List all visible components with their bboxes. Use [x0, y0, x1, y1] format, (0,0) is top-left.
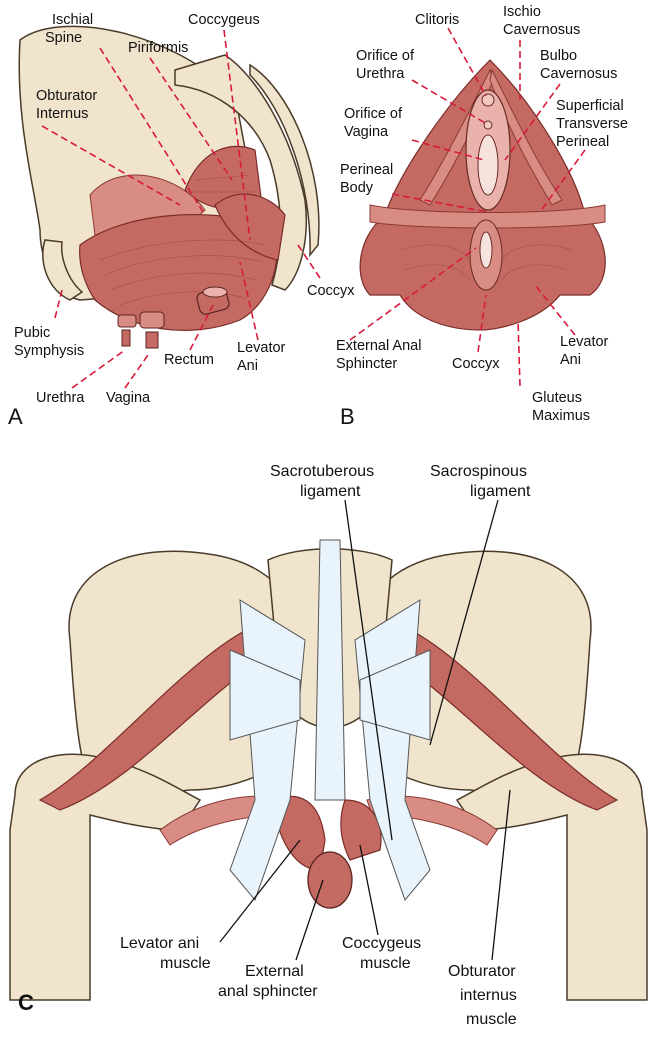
label-clitoris: Clitoris: [415, 12, 459, 28]
panel-b: Clitoris Ischio Cavernosus Orifice of Ur…: [336, 4, 632, 429]
label-rectum: Rectum: [164, 352, 214, 368]
panel-b-urethral-orifice: [484, 121, 492, 129]
panel-b-clitoris: [482, 94, 494, 106]
label-pubic-symphysis: Pubic Symphysis: [14, 325, 84, 359]
label-superficial-transverse-perineal: Superficial Transverse Perineal: [556, 98, 632, 150]
label-levator-ani-muscle: Levator ani muscle: [120, 935, 211, 972]
label-coccyx-b: Coccyx: [452, 356, 500, 372]
label-orifice-vagina: Orifice of Vagina: [344, 106, 406, 140]
label-perineal-body: Perineal Body: [340, 162, 397, 196]
label-bulbo-cavernosus: Bulbo Cavernosus: [540, 48, 617, 82]
label-obturator-internus-muscle: Obturator internus muscle: [448, 963, 521, 1028]
label-ischio-cavernosus: Ischio Cavernosus: [503, 4, 580, 38]
label-sacrospinous: Sacrospinous ligament: [430, 463, 531, 500]
panel-a-openings: [118, 312, 164, 348]
panel-a: Ischial Spine Coccygeus Piriformis Obtur…: [8, 12, 355, 429]
label-coccygeus: Coccygeus: [188, 12, 260, 28]
panel-c-anal-sphincter: [308, 852, 352, 908]
label-external-anal-sphincter-c: External anal sphincter: [218, 963, 318, 1000]
panel-b-anus: [480, 232, 492, 268]
panel-b-vaginal-orifice: [478, 135, 498, 195]
panel-label-a: A: [8, 404, 23, 429]
label-external-anal-sphincter-b: External Anal Sphincter: [336, 338, 425, 372]
label-coccygeus-muscle: Coccygeus muscle: [342, 935, 426, 972]
panel-label-c: C: [18, 990, 34, 1015]
label-levator-ani-b: Levator Ani: [560, 334, 612, 368]
label-piriformis: Piriformis: [128, 40, 188, 56]
panel-label-b: B: [340, 404, 355, 429]
panel-c: Sacrotuberous ligament Sacrospinous liga…: [10, 463, 647, 1028]
label-urethra: Urethra: [36, 390, 85, 406]
label-coccyx-a: Coccyx: [307, 283, 355, 299]
label-levator-ani-a: Levator Ani: [237, 340, 289, 374]
label-gluteus-maximus: Gluteus Maximus: [532, 390, 590, 424]
label-orifice-urethra: Orifice of Urethra: [356, 48, 418, 82]
label-sacrotuberous: Sacrotuberous ligament: [270, 463, 379, 500]
label-vagina: Vagina: [106, 390, 151, 406]
panel-c-central-ligament: [315, 540, 345, 800]
